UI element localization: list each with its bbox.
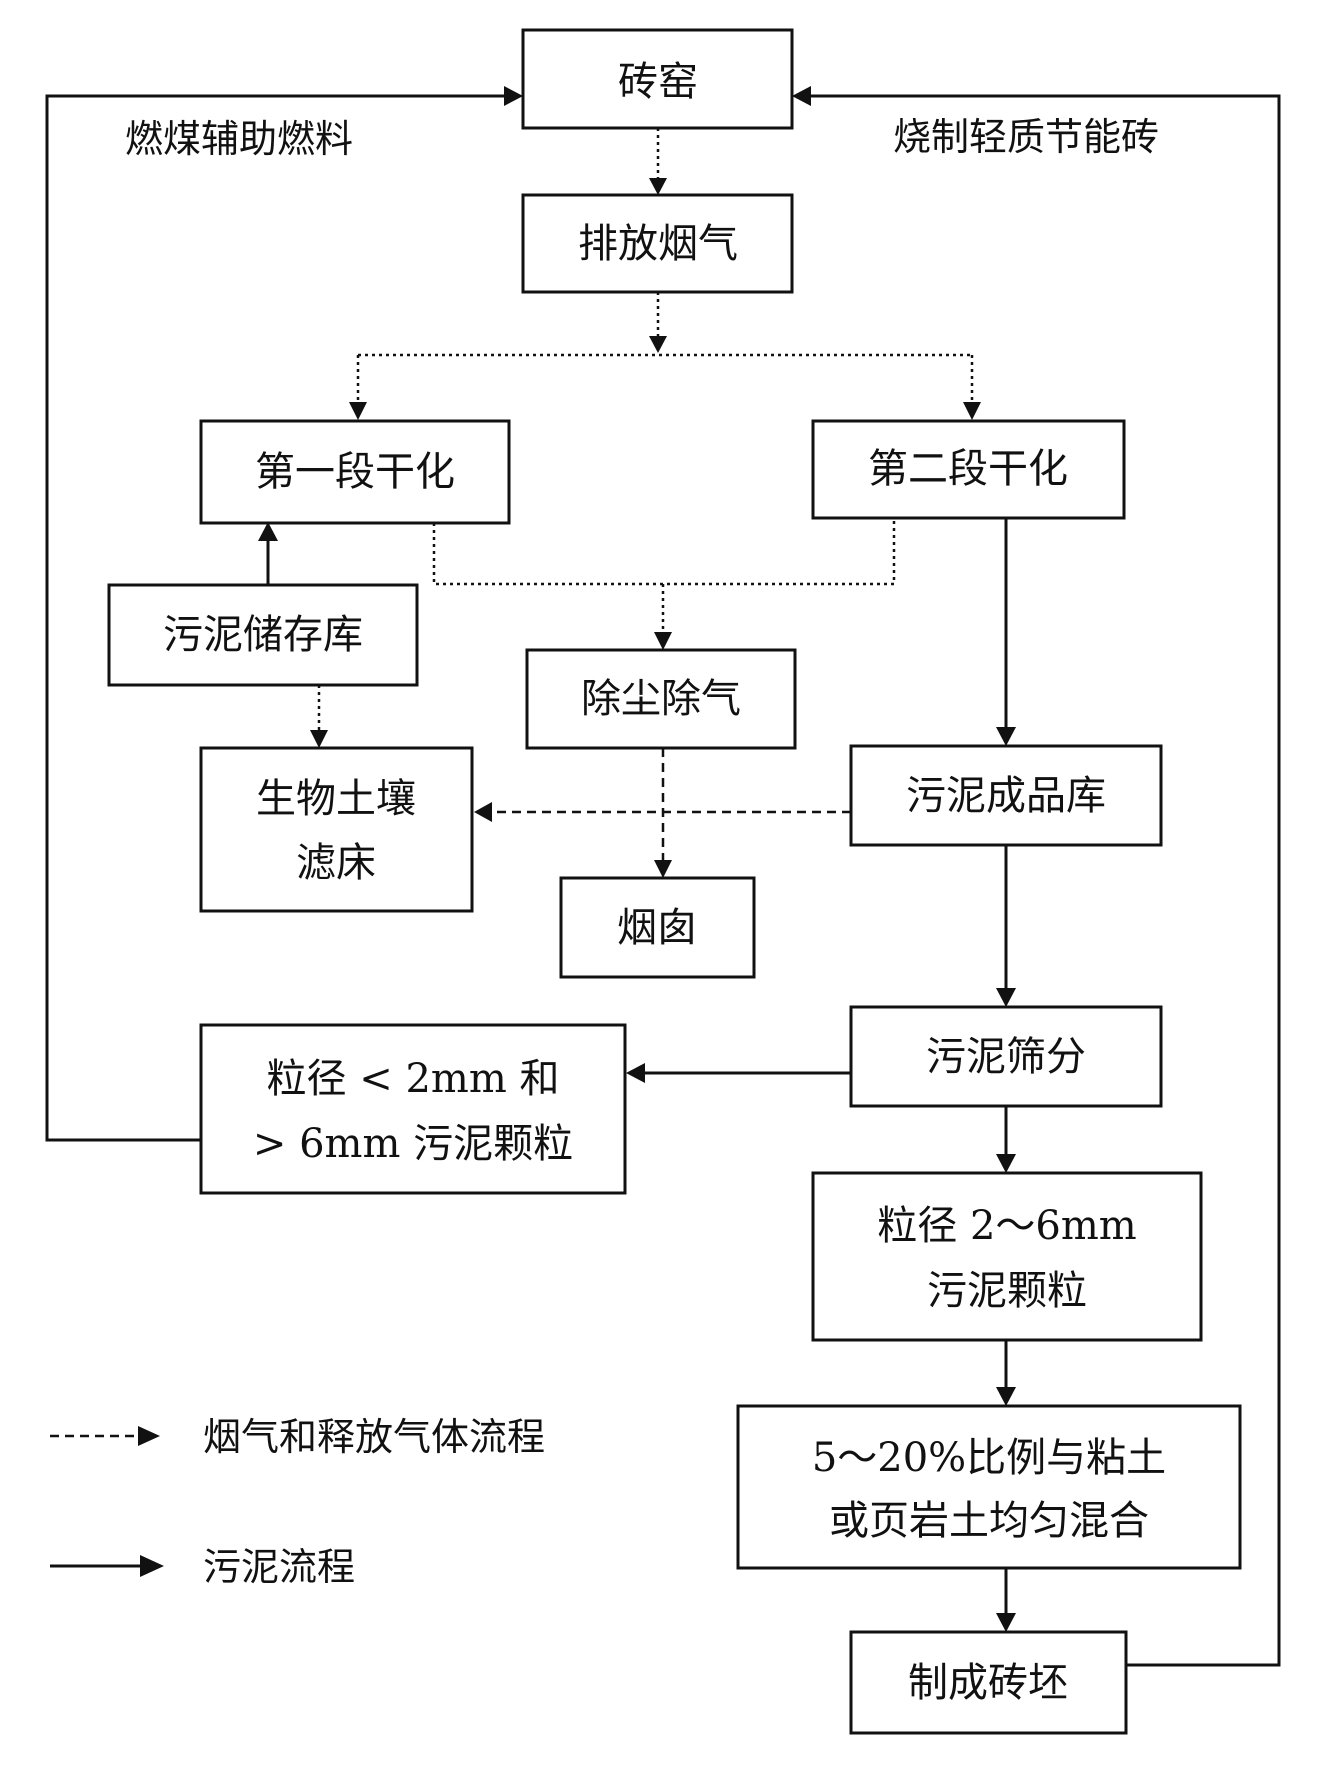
product-box <box>849 744 1163 847</box>
split-to-dry1-arrowhead <box>349 402 367 420</box>
mix-box <box>736 1404 1242 1570</box>
chimney-box <box>559 876 756 979</box>
kiln-to-exhaust-arrowhead <box>649 178 667 195</box>
brick-box <box>849 1630 1128 1735</box>
dry2-to-product-arrowhead <box>996 727 1016 746</box>
legend-sludge-label: 污泥流程 <box>203 1545 355 1589</box>
biofilter-label-line2: 滤床 <box>296 840 376 886</box>
storage-to-biofilter-arrowhead <box>310 730 328 748</box>
dry2-label: 第二段干化 <box>868 446 1068 492</box>
brick-to-kiln-line <box>810 94 1281 1667</box>
kiln-box <box>521 28 794 130</box>
dedust-to-chimney-arrowhead <box>654 860 672 878</box>
mix-to-brick-arrowhead <box>996 1613 1016 1632</box>
screen-to-fine-arrowhead <box>626 1063 645 1083</box>
fine-particles-label-line2: > 6mm 污泥颗粒 <box>253 1121 573 1167</box>
brick-to-kiln-arrowhead <box>792 86 811 106</box>
storage-to-dry1-arrowhead <box>258 522 278 541</box>
fine-to-kiln-line <box>45 94 505 1142</box>
legend-gas-label: 烟气和释放气体流程 <box>203 1415 545 1459</box>
merge-to-dedust-arrowhead <box>654 632 672 650</box>
mid-particles-box <box>811 1171 1203 1342</box>
fine-particles-label-line1: 粒径 < 2mm 和 <box>267 1056 560 1102</box>
left-loop-label: 燃煤辅助燃料 <box>125 117 353 161</box>
dry1-label: 第一段干化 <box>255 449 455 495</box>
dry1-exhaust-line <box>432 518 896 586</box>
mid-to-mix-arrowhead <box>996 1387 1016 1406</box>
mix-label-line1: 5～20%比例与粘土 <box>812 1435 1166 1481</box>
biofilter-label-line1: 生物土壤 <box>256 776 416 822</box>
fine-particles-box <box>199 1023 627 1195</box>
mid-particles-label-line1: 粒径 2～6mm <box>877 1203 1136 1249</box>
kiln-label: 砖窑 <box>618 59 698 105</box>
legend-gas-arrowhead <box>138 1426 160 1446</box>
product-to-screen-arrowhead <box>996 988 1016 1007</box>
dry1-box <box>199 419 511 525</box>
exhaust-box <box>521 193 794 294</box>
dedust-label: 除尘除气 <box>581 676 741 722</box>
product-label: 污泥成品库 <box>906 773 1106 819</box>
dry2-box <box>811 419 1126 520</box>
mix-label-line2: 或页岩土均匀混合 <box>829 1498 1149 1544</box>
right-loop-label: 烧制轻质节能砖 <box>893 115 1159 159</box>
mid-particles-label-line2: 污泥颗粒 <box>927 1268 1087 1314</box>
screen-box <box>849 1005 1163 1108</box>
screen-to-mid-arrowhead <box>996 1154 1016 1173</box>
screen-label: 污泥筛分 <box>926 1034 1086 1080</box>
split-to-dry2-arrowhead <box>963 402 981 420</box>
legend: 烟气和释放气体流程 污泥流程 <box>50 1415 545 1589</box>
fine-to-kiln-arrowhead <box>504 86 523 106</box>
dedust-box <box>525 648 797 750</box>
exhaust-to-split-arrowhead <box>649 336 667 353</box>
brick-label: 制成砖坯 <box>908 1660 1068 1706</box>
chimney-label: 烟囱 <box>617 905 697 951</box>
storage-label: 污泥储存库 <box>163 612 363 658</box>
storage-box <box>107 583 419 687</box>
biofilter-box <box>199 746 474 913</box>
legend-sludge-arrowhead <box>140 1555 164 1577</box>
product-to-biofilter-arrowhead <box>474 802 492 822</box>
exhaust-label: 排放烟气 <box>578 221 738 267</box>
